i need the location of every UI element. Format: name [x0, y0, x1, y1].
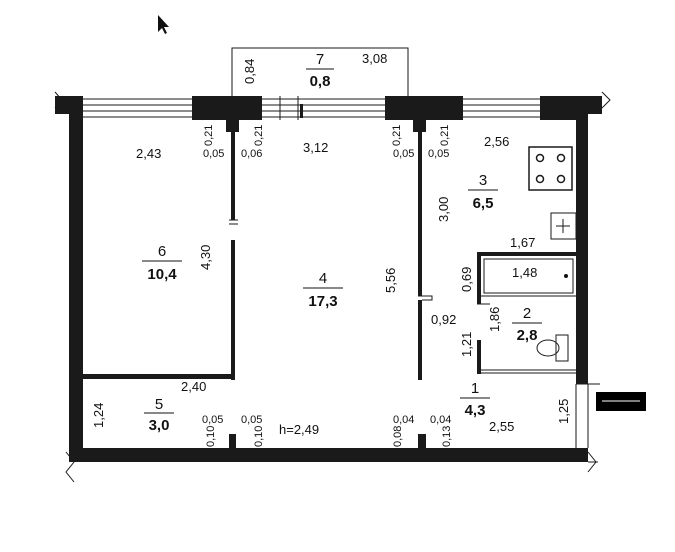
dim-gap: 0,04	[430, 414, 451, 426]
room-5-label: 5 3,0	[144, 396, 174, 434]
dim-gap: 0,06	[241, 148, 262, 160]
room-area: 2,8	[517, 327, 538, 344]
dim-pier: 0,21	[391, 125, 403, 146]
sink-icon	[550, 212, 577, 240]
room-number: 2	[523, 305, 531, 322]
right-wall	[575, 120, 589, 462]
dim-tub-length: 1,48	[512, 265, 537, 280]
dim-gap: 0,05	[241, 414, 262, 426]
door-stub	[418, 434, 426, 448]
room-area: 6,5	[473, 195, 494, 212]
left-wall	[65, 120, 83, 483]
dim-pier: 0,21	[253, 125, 265, 146]
dim-gap: 0,05	[202, 414, 223, 426]
bottom-wall	[69, 448, 598, 473]
bathtub-icon	[483, 258, 574, 294]
dim-balcony-width: 3,08	[362, 51, 387, 66]
room-area: 17,3	[308, 293, 337, 310]
dim-room4-depth: 5,56	[383, 268, 398, 293]
dim-wc-width: 0,92	[431, 312, 456, 327]
dim-closet-width: 2,40	[181, 379, 206, 394]
dim-pier: 0,21	[439, 125, 451, 146]
dim-pier: 0,13	[441, 426, 453, 447]
room-number: 5	[155, 396, 163, 413]
room-3-label: 3 6,5	[468, 172, 498, 212]
room-area: 0,8	[310, 73, 331, 90]
room-number: 4	[319, 270, 327, 287]
dim-gap: 0,04	[393, 414, 414, 426]
dim-ceiling-height: h=2,49	[279, 422, 319, 437]
dim-kitchen-width: 2,56	[484, 134, 509, 149]
dim-room6-width: 2,43	[136, 146, 161, 161]
room-1-label: 1 4,3	[460, 380, 490, 419]
door-stub	[229, 434, 236, 448]
balcony-outline	[231, 47, 409, 96]
room-number: 7	[316, 51, 324, 68]
dim-bath-depth: 1,86	[487, 307, 502, 332]
dim-pier: 0,21	[203, 125, 215, 146]
dim-room4-width: 3,12	[303, 140, 328, 155]
room-number: 1	[471, 380, 479, 397]
cursor-arrow-icon	[158, 15, 169, 34]
room-6-label: 6 10,4	[142, 243, 182, 283]
dim-kitchen-depth: 3,00	[436, 197, 451, 222]
top-wall	[54, 91, 611, 132]
room-4-label: 4 17,3	[303, 270, 343, 310]
room-number: 6	[158, 243, 166, 260]
partition-room6-room4	[229, 132, 238, 380]
room-2-label: 2 2,8	[512, 305, 542, 344]
dim-room6-depth: 4,30	[198, 245, 213, 270]
partition-room4-kitchen	[418, 132, 433, 380]
room-area: 10,4	[147, 266, 177, 283]
room-number: 3	[479, 172, 487, 189]
dim-pier: 0,10	[253, 426, 265, 447]
partition-closet	[83, 374, 235, 379]
dim-closet-depth: 1,24	[91, 403, 106, 428]
room-area: 4,3	[465, 402, 486, 419]
bathroom-walls	[477, 252, 576, 374]
dim-balcony-height: 0,84	[242, 59, 257, 84]
dim-pier: 0,10	[205, 426, 217, 447]
dim-bath-lower: 1,21	[459, 332, 474, 357]
dim-pier: 0,08	[392, 426, 404, 447]
dim-gap: 0,05	[203, 148, 224, 160]
room-area: 3,0	[149, 417, 170, 434]
dim-gap: 0,05	[428, 148, 449, 160]
dim-gap: 0,05	[393, 148, 414, 160]
dim-bath-gap: 0,69	[459, 267, 474, 292]
dim-hall-width: 2,55	[489, 419, 514, 434]
dim-hall-depth: 1,25	[556, 399, 571, 424]
dim-bath-width: 1,67	[510, 235, 535, 250]
room-7-label: 7 0,8	[306, 51, 334, 90]
stove-icon	[528, 146, 573, 191]
toilet-icon	[536, 334, 569, 362]
